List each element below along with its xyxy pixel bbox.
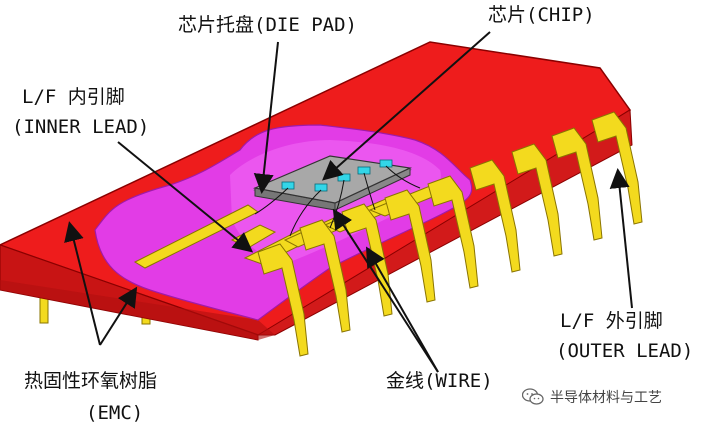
label-chip: 芯片(CHIP) (488, 4, 595, 26)
wechat-icon (522, 388, 544, 405)
watermark: 半导体材料与工艺 (522, 387, 662, 407)
label-outer-lead-cn: L/F 外引脚 (560, 310, 663, 332)
gold-wires (254, 165, 421, 237)
outer-lead-4 (384, 189, 436, 303)
arrow-outer-lead (609, 168, 633, 309)
arrow-chip (322, 31, 491, 181)
label-die-pad: 芯片托盘(DIE PAD) (178, 14, 357, 36)
bond-pad-3 (337, 173, 351, 182)
outer-lead-1 (257, 243, 309, 357)
outer-lead-8 (551, 127, 603, 241)
arrow-wire-1 (366, 246, 439, 373)
bond-pad-4 (357, 166, 371, 175)
outer-lead-3 (341, 203, 393, 317)
label-emc-en: (EMC) (86, 402, 144, 424)
outer-lead-5 (427, 175, 479, 289)
outer-lead-6 (469, 159, 521, 273)
bond-pad-5 (379, 159, 393, 168)
wire-1 (254, 187, 289, 215)
label-inner-lead-cn: L/F 内引脚 (22, 86, 125, 108)
bond-pad-2 (314, 183, 328, 192)
arrow-die-pad (253, 41, 279, 194)
arrow-emc-2 (99, 286, 138, 346)
arrow-inner-lead (117, 141, 254, 253)
arrow-wire-2 (332, 208, 439, 373)
label-inner-lead-en: (INNER LEAD) (12, 116, 150, 138)
wire-4 (363, 172, 376, 211)
label-wire: 金线(WIRE) (386, 370, 493, 392)
outer-lead-group (257, 111, 643, 357)
bond-pad-1 (281, 181, 295, 190)
package-bottom-strip (0, 280, 275, 340)
arrow-emc-1 (64, 221, 101, 346)
outer-lead-2 (299, 219, 351, 333)
wire-5 (385, 165, 421, 189)
watermark-text: 半导体材料与工艺 (550, 390, 662, 406)
callout-arrows (64, 31, 633, 373)
label-emc-cn: 热固性环氧树脂 (24, 370, 158, 392)
outer-lead-9 (591, 111, 643, 225)
label-outer-lead-en: (OUTER LEAD) (556, 340, 694, 362)
wire-3 (329, 179, 345, 229)
chip-bond-pads (281, 159, 393, 192)
wire-2 (289, 189, 322, 237)
outer-lead-7 (511, 143, 563, 257)
